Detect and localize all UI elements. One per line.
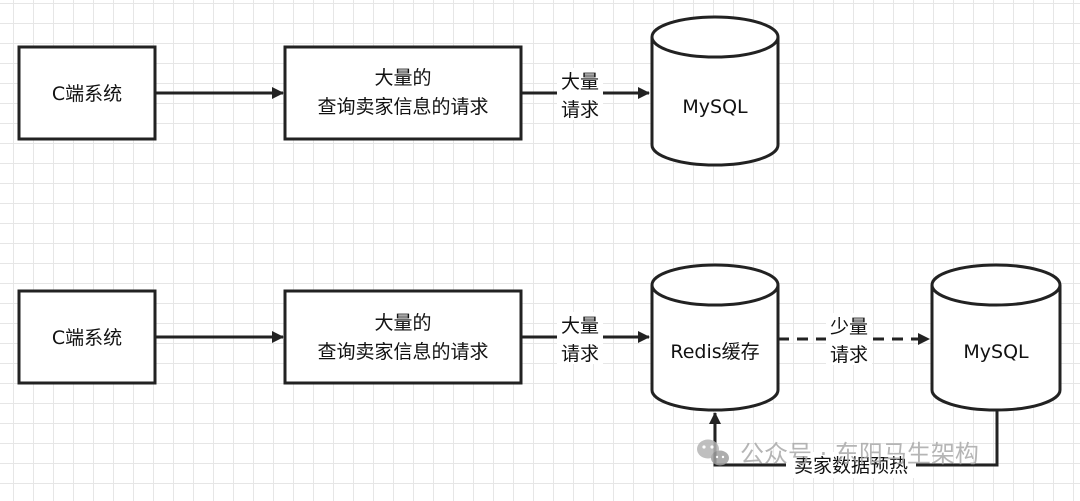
bottom-request-label-line1: 大量的 bbox=[374, 312, 431, 334]
bottom-client-node[interactable]: C端系统 bbox=[17, 289, 157, 385]
bottom-mysql-label: MySQL bbox=[963, 341, 1029, 363]
bottom-edge-label-line2: 请求 bbox=[561, 343, 599, 365]
dashed-edge-label-bg bbox=[826, 313, 872, 365]
bottom-mysql-database[interactable]: MySQL bbox=[930, 263, 1062, 412]
bottom-edge-label-line1: 大量 bbox=[561, 315, 599, 337]
top-flow: C端系统 大量的 查询卖家信息的请求 大量 请求 MySQL bbox=[17, 15, 780, 167]
dashed-edge-label-line1: 少量 bbox=[830, 316, 868, 338]
top-edge-label-bg bbox=[557, 68, 603, 120]
bottom-flow: C端系统 大量的 查询卖家信息的请求 大量 请求 Redis缓存 少量 请求 bbox=[17, 263, 1062, 478]
bottom-client-label: C端系统 bbox=[52, 327, 122, 349]
top-request-label-line1: 大量的 bbox=[374, 67, 431, 89]
watermark-text: 公众号 · 东阳马生架构 bbox=[740, 440, 979, 468]
top-edge-label-line1: 大量 bbox=[561, 71, 599, 93]
preheat-edge-label-bg bbox=[786, 452, 916, 478]
watermark: 公众号 · 东阳马生架构 bbox=[697, 439, 979, 468]
dashed-edge-label-line2: 请求 bbox=[830, 344, 868, 366]
top-mysql-label: MySQL bbox=[682, 96, 748, 118]
top-request-label-line2: 查询卖家信息的请求 bbox=[317, 96, 488, 118]
top-client-label: C端系统 bbox=[52, 83, 122, 105]
top-client-node[interactable]: C端系统 bbox=[17, 45, 157, 141]
wechat-icon bbox=[697, 439, 729, 466]
bottom-request-label-line2: 查询卖家信息的请求 bbox=[317, 341, 488, 363]
redis-cache-database[interactable]: Redis缓存 bbox=[650, 263, 780, 412]
top-edge-label-line2: 请求 bbox=[561, 99, 599, 121]
bottom-edge-label-bg bbox=[557, 312, 603, 364]
preheat-edge-label: 卖家数据预热 bbox=[794, 455, 908, 477]
top-mysql-database[interactable]: MySQL bbox=[650, 15, 780, 167]
top-request-node[interactable]: 大量的 查询卖家信息的请求 bbox=[283, 45, 523, 141]
redis-cache-label: Redis缓存 bbox=[670, 341, 759, 363]
bottom-request-node[interactable]: 大量的 查询卖家信息的请求 bbox=[283, 289, 523, 385]
